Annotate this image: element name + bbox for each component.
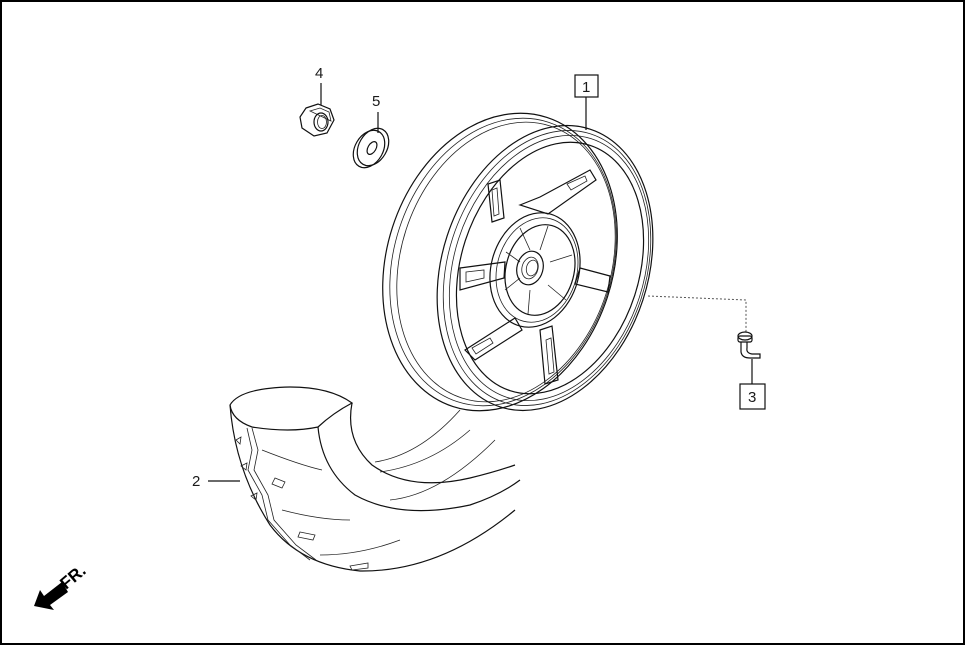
callout-5: 5	[372, 93, 380, 110]
valve-leader-dotted	[647, 295, 747, 332]
callout-1: 1	[582, 79, 590, 96]
washer-part[interactable]	[347, 112, 395, 173]
wheel-rim-part[interactable]	[346, 83, 689, 442]
callout-3: 3	[748, 389, 756, 406]
front-direction-indicator: FR.	[34, 561, 90, 610]
hex-nut-part[interactable]	[299, 83, 335, 137]
callout-2: 2	[192, 473, 200, 490]
valve-stem-part[interactable]	[737, 331, 761, 359]
callout-3-box	[739, 383, 766, 410]
tire-part[interactable]	[229, 386, 521, 572]
callout-4: 4	[315, 65, 323, 82]
arrow-down-left-icon	[34, 582, 68, 610]
